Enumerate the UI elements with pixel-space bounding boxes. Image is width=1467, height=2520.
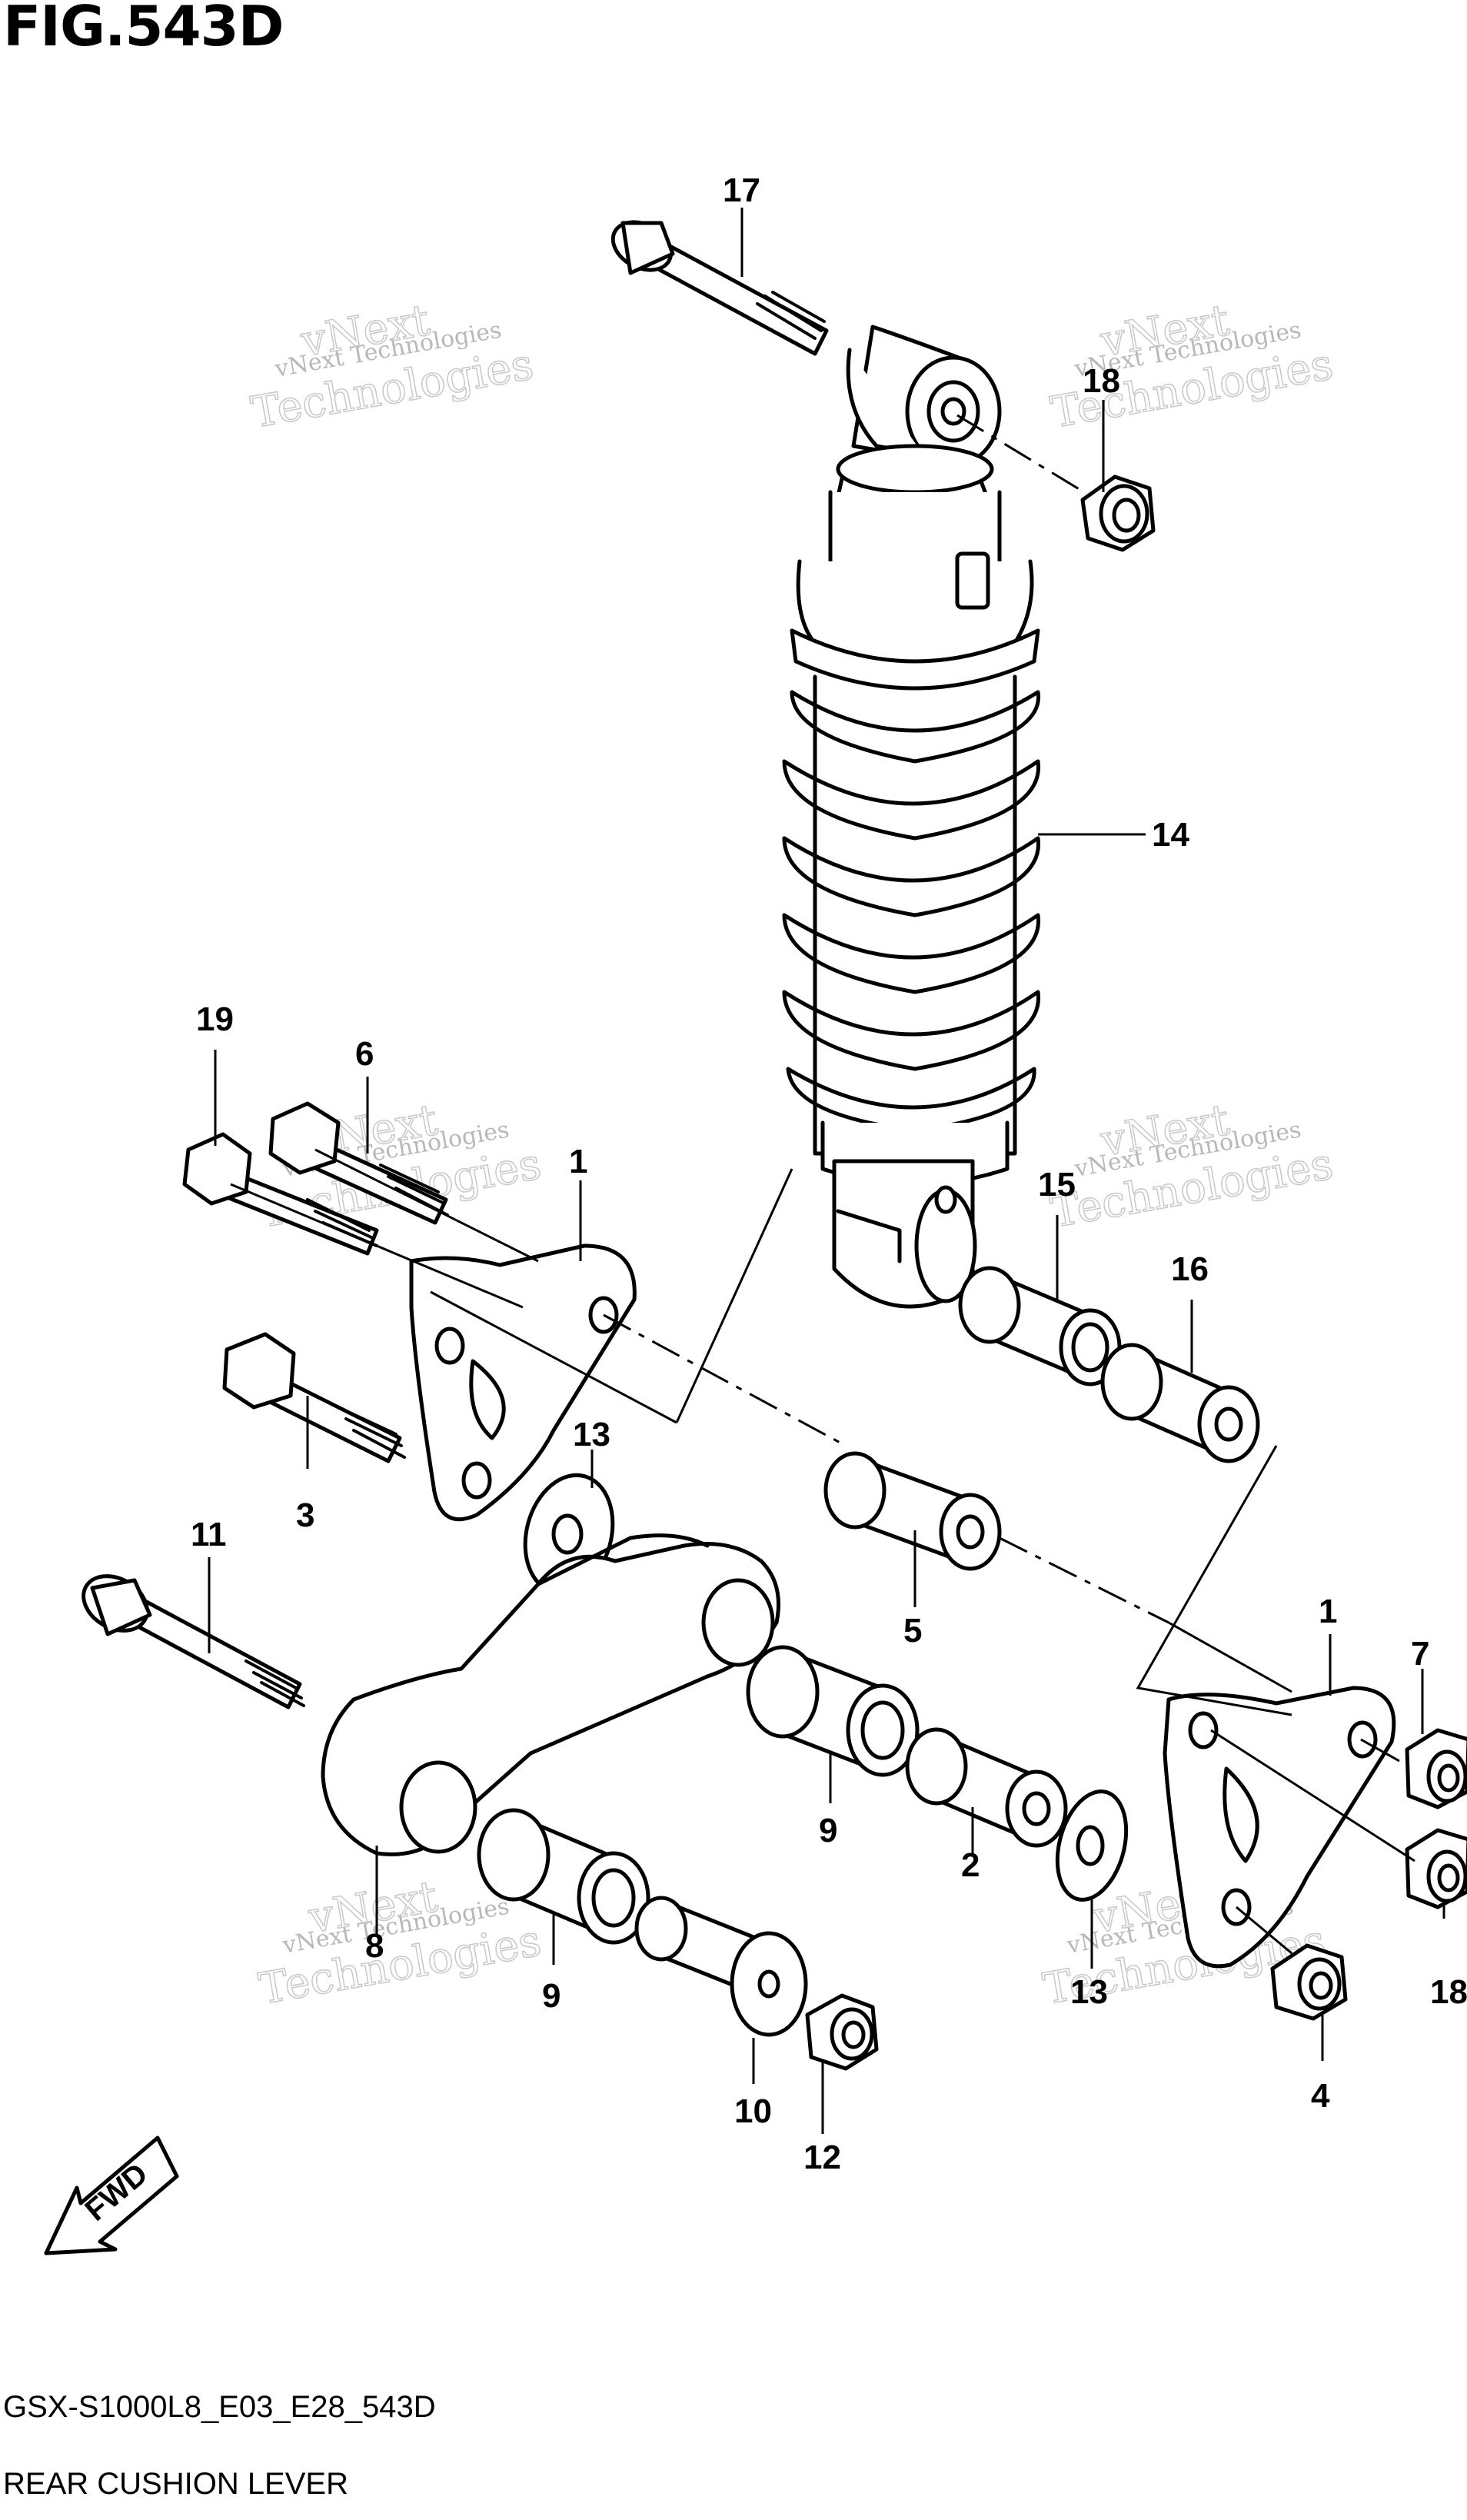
part-8-link [321, 1533, 780, 1856]
callout-3: 3 [296, 1496, 314, 1534]
part-11-bolt [82, 1574, 305, 1709]
callout-16: 16 [1171, 1250, 1209, 1288]
callout-7: 7 [1411, 1635, 1429, 1673]
callout-11: 11 [191, 1516, 227, 1553]
watermark-1: vNext Technologies vNext Technologies [247, 295, 537, 438]
callout-14: 14 [1152, 816, 1189, 854]
callout-4: 4 [1311, 2077, 1330, 2115]
callout-18-lower: 18 [1430, 1973, 1467, 2011]
leader-lines [208, 208, 1445, 2134]
fwd-arrow: FWD [44, 2136, 179, 2255]
callout-19: 19 [196, 1000, 234, 1038]
part-3-bolt [222, 1332, 406, 1463]
callout-18: 18 [1083, 362, 1120, 400]
callout-2: 2 [961, 1846, 980, 1884]
figure-code: GSX-S1000L8_E03_E28_543D [3, 2390, 436, 2424]
callout-1: 1 [569, 1143, 587, 1180]
callouts: 17 18 14 19 6 1 15 16 13 3 5 11 1 7 9 2 … [191, 171, 1467, 2176]
watermark-4: vNext Technologies vNext Technologies [1046, 1094, 1337, 1238]
callout-12: 12 [803, 2139, 841, 2176]
part-4-nut [1270, 1943, 1348, 2021]
part-1-bracket-right [1163, 1686, 1396, 1969]
part-14-shock-absorber [782, 325, 1041, 1309]
callout-6: 6 [355, 1035, 374, 1073]
part-1-bracket-left [409, 1243, 637, 1522]
callout-1-right: 1 [1319, 1593, 1337, 1630]
callout-5: 5 [903, 1612, 922, 1649]
part-9-bearing [746, 1645, 920, 1777]
part-10-collar [634, 1896, 808, 2037]
part-2-spacer [905, 1727, 1068, 1848]
part-5-spacer [823, 1451, 1002, 1571]
figure-title: FIG.543D [3, 0, 284, 58]
callout-13: 13 [573, 1416, 610, 1453]
part-7-nut [1405, 1728, 1467, 1809]
callout-9: 9 [819, 1812, 837, 1849]
part-13-washer-lower [1055, 1789, 1129, 1902]
part-12-nut [805, 1993, 879, 2071]
callout-15: 15 [1038, 1166, 1076, 1203]
part-9-bearing-lower [477, 1808, 650, 1945]
callout-8: 8 [365, 1927, 384, 1965]
callout-9-lower: 9 [542, 1977, 561, 2015]
callout-17: 17 [723, 171, 760, 209]
part-6-bolt [268, 1101, 449, 1225]
watermark-2: vNext Technologies vNext Technologies [1046, 295, 1337, 438]
figure-caption: REAR CUSHION LEVER [3, 2467, 348, 2501]
part-15-bearing [958, 1266, 1122, 1386]
part-18-nut-top [1080, 474, 1156, 552]
callout-13-lower: 13 [1070, 1973, 1108, 2011]
part-16-spacer [1100, 1343, 1260, 1463]
part-17-bolt [610, 220, 829, 356]
part-18-nut-lower [1405, 1828, 1467, 1909]
assembly-lines [230, 414, 1415, 1955]
callout-10: 10 [734, 2092, 772, 2130]
